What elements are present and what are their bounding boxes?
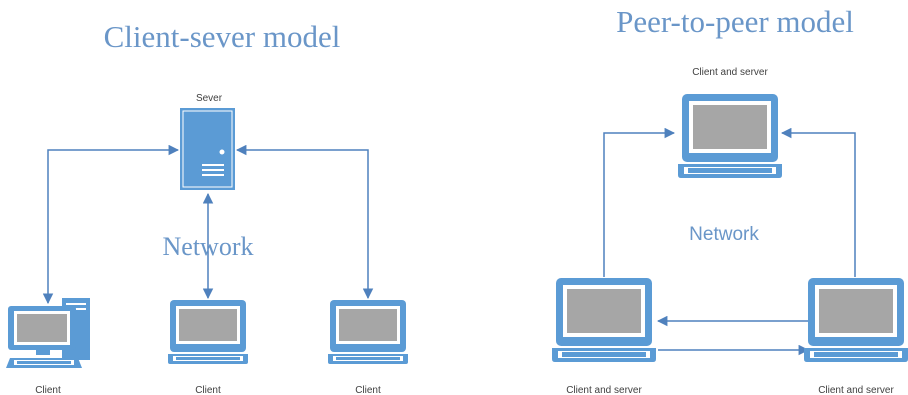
laptop-icon [552, 278, 656, 362]
peer-to-peer-network-label: Network [689, 224, 759, 245]
laptop-icon [328, 300, 408, 364]
link-server-client-3 [235, 144, 374, 300]
server-label: Sever [196, 93, 223, 104]
peer-left-label: Client and server [566, 385, 642, 395]
link-left-peer-to-top-peer [603, 127, 676, 277]
server-icon [180, 108, 235, 190]
laptop-icon [678, 94, 782, 178]
laptop-icon [804, 278, 908, 362]
client-3-label: Client [355, 385, 381, 395]
laptop-icon [168, 300, 248, 364]
peer-top-label: Client and server [692, 67, 768, 78]
link-right-peer-to-top-peer [780, 127, 856, 277]
peer-to-peer-title: Peer-to-peer model [616, 4, 854, 39]
client-server-network-label: Network [163, 232, 254, 261]
client-server-connections [42, 144, 374, 305]
link-server-client-1 [42, 144, 180, 305]
peer-to-peer-model: Peer-to-peer model Client and server Net… [552, 4, 908, 395]
desktop-computer-icon [6, 298, 90, 368]
client-1-label: Client [35, 385, 61, 395]
peer-to-peer-connections [603, 127, 856, 356]
client-2-label: Client [195, 385, 221, 395]
client-server-model: Client-sever model Sever Network [6, 19, 408, 395]
peer-right-label: Client and server [818, 385, 894, 395]
client-server-title: Client-sever model [104, 19, 341, 54]
